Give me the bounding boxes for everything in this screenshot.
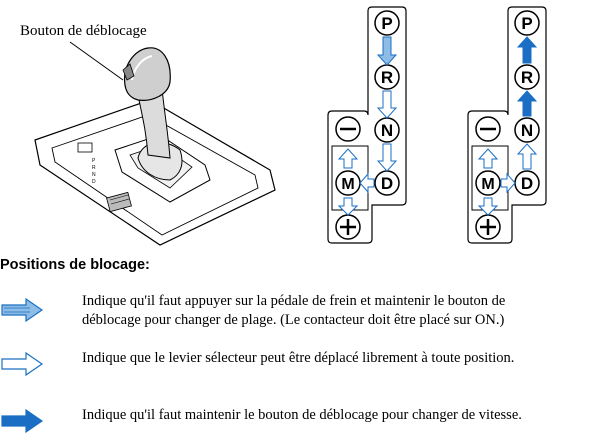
blocking-positions-heading: Positions de blocage: [0,257,150,273]
gear-label-m: M [341,176,354,193]
gear-circle-r [514,64,540,90]
svg-text:D: D [92,179,96,185]
outline-arrow-n-d [376,143,398,172]
legend-line: déblocage pour changer de plage. (Le con… [82,312,505,328]
outline-arrow-d-m [359,172,375,194]
shift-knob [123,47,171,101]
gear-label-n: N [381,121,393,140]
legend-line: Indique qu'il faut maintenir le bouton d… [82,407,522,423]
legend-item-release: Indique qu'il faut appuyer sur la pédale… [82,292,592,330]
outline-arrow-m-minus [337,148,359,169]
outline-arrow-r-n [376,90,398,119]
release-button [122,63,135,81]
gear-label-r: R [381,68,393,87]
release-button-callout: Bouton de déblocage [20,23,147,39]
gear-circle-m [475,170,501,196]
gear-label-d: D [381,174,393,193]
solid-arrow-n-r [516,90,538,117]
legend-item-free: Indique que le levier sélecteur peut êtr… [82,349,592,368]
shifter-illustration: P R N D [34,41,276,246]
gear-label-r: R [521,68,533,87]
hatched-arrow-icon [1,297,44,323]
gear-circle-n [514,117,540,143]
gate-diagram-button: P R N D M [467,6,547,244]
callout-leader-line [69,41,124,81]
gear-label-n: N [521,121,533,140]
gear-circle-p [514,10,540,36]
outline-arrow-m-minus [477,148,499,169]
gear-label-p: P [381,14,392,33]
indicator-panel [77,142,93,153]
outline-arrow-m-plus [337,197,359,216]
legend-line: Indique que le levier sélecteur peut êtr… [82,350,515,366]
svg-text:N: N [92,172,96,178]
solid-arrow-r-p [516,36,538,64]
solid-arrow-icon [1,408,44,434]
legend-line: Indique qu'il faut appuyer sur la pédale… [82,293,506,309]
gear-circle-p [374,10,400,36]
outline-arrow-icon [1,351,44,377]
svg-text:P: P [92,158,96,164]
gate-diagram-release: P R N D M [327,6,407,244]
gear-label-d: D [521,174,533,193]
legend-item-button: Indique qu'il faut maintenir le bouton d… [82,406,592,425]
outline-arrow-m-d [500,172,516,194]
outline-arrow-d-n [516,143,538,170]
hatched-arrow-p-r [376,36,398,66]
svg-text:R: R [92,165,96,171]
outline-arrow-m-plus [477,197,499,216]
gear-label-p: P [521,14,532,33]
gear-label-m: M [481,176,494,193]
